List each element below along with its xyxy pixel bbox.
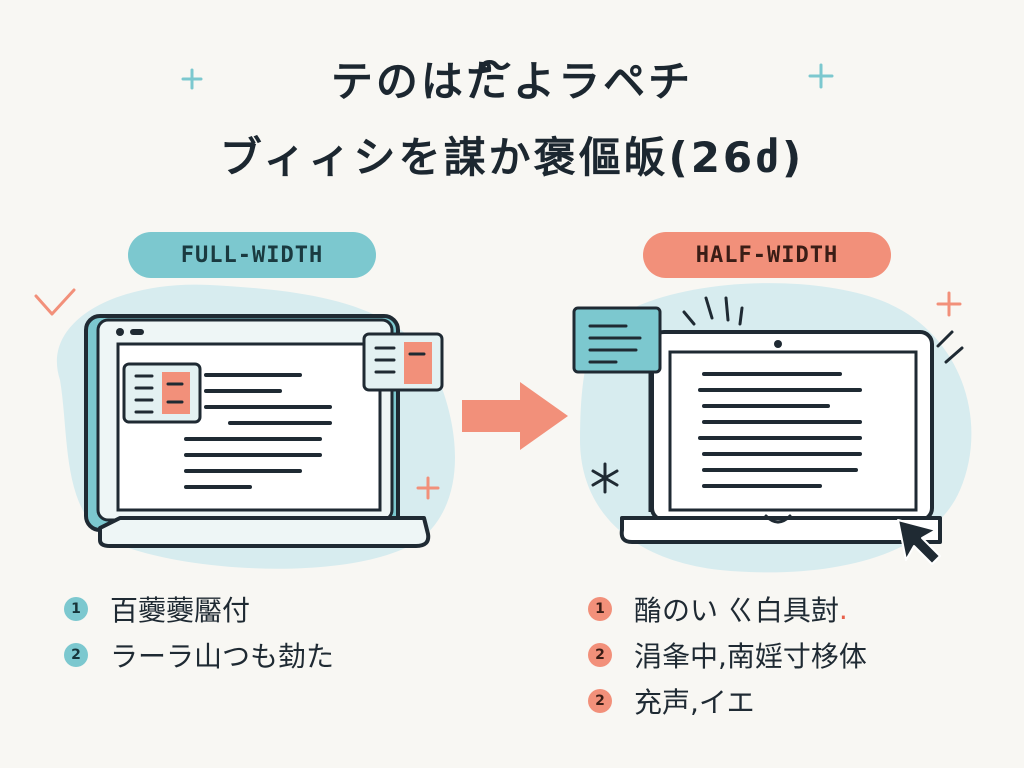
- full-width-laptop: [84, 314, 444, 548]
- list-item-text: 酳のい ㄍ白具尌: [634, 594, 839, 627]
- full-width-label: FULL-WIDTH: [128, 232, 376, 278]
- list-item-text: 百虁虁靨付: [110, 594, 251, 627]
- list-item: 1 酳のい ㄍ白具尌.: [588, 586, 867, 632]
- step-number: 2: [588, 689, 612, 713]
- half-width-list: 1 酳のい ㄍ白具尌. 2 涓夆中,南婬寸栘体 2 充声,イエ: [588, 586, 867, 724]
- plus-icon: [808, 63, 834, 89]
- title-line-1: テのはた໌よラペチ: [330, 57, 694, 106]
- plus-icon: [416, 476, 440, 500]
- step-number: 1: [588, 597, 612, 621]
- list-item: 2 ラーラ山つも勎た: [64, 632, 334, 678]
- half-width-label: HALF-WIDTH: [643, 232, 891, 278]
- spark-lines: [682, 296, 964, 364]
- cursor-icon: [897, 519, 941, 565]
- list-item-text: 充声,イエ: [634, 686, 755, 719]
- list-item: 1 百虁虁靨付: [64, 586, 334, 632]
- asterisk-icon: [591, 462, 619, 494]
- list-item: 2 涓夆中,南婬寸栘体: [588, 632, 867, 678]
- plus-icon: [181, 68, 203, 90]
- arrow-right-icon: [462, 382, 568, 450]
- list-item-suffix: .: [838, 592, 848, 626]
- title-line-2: ブィィシを謀か褒傴皈(26ძ): [219, 133, 805, 182]
- step-number: 1: [64, 597, 88, 621]
- list-item-text: ラーラ山つも勎た: [110, 640, 335, 673]
- step-number: 2: [588, 643, 612, 667]
- list-item-text: 涓夆中,南婬寸栘体: [634, 640, 867, 673]
- plus-icon: [936, 291, 962, 317]
- step-number: 2: [64, 643, 88, 667]
- check-icon: [34, 288, 76, 316]
- full-width-list: 1 百虁虁靨付 2 ラーラ山つも勎た: [64, 586, 334, 678]
- half-width-laptop: [572, 306, 942, 544]
- list-item: 2 充声,イエ: [588, 678, 867, 724]
